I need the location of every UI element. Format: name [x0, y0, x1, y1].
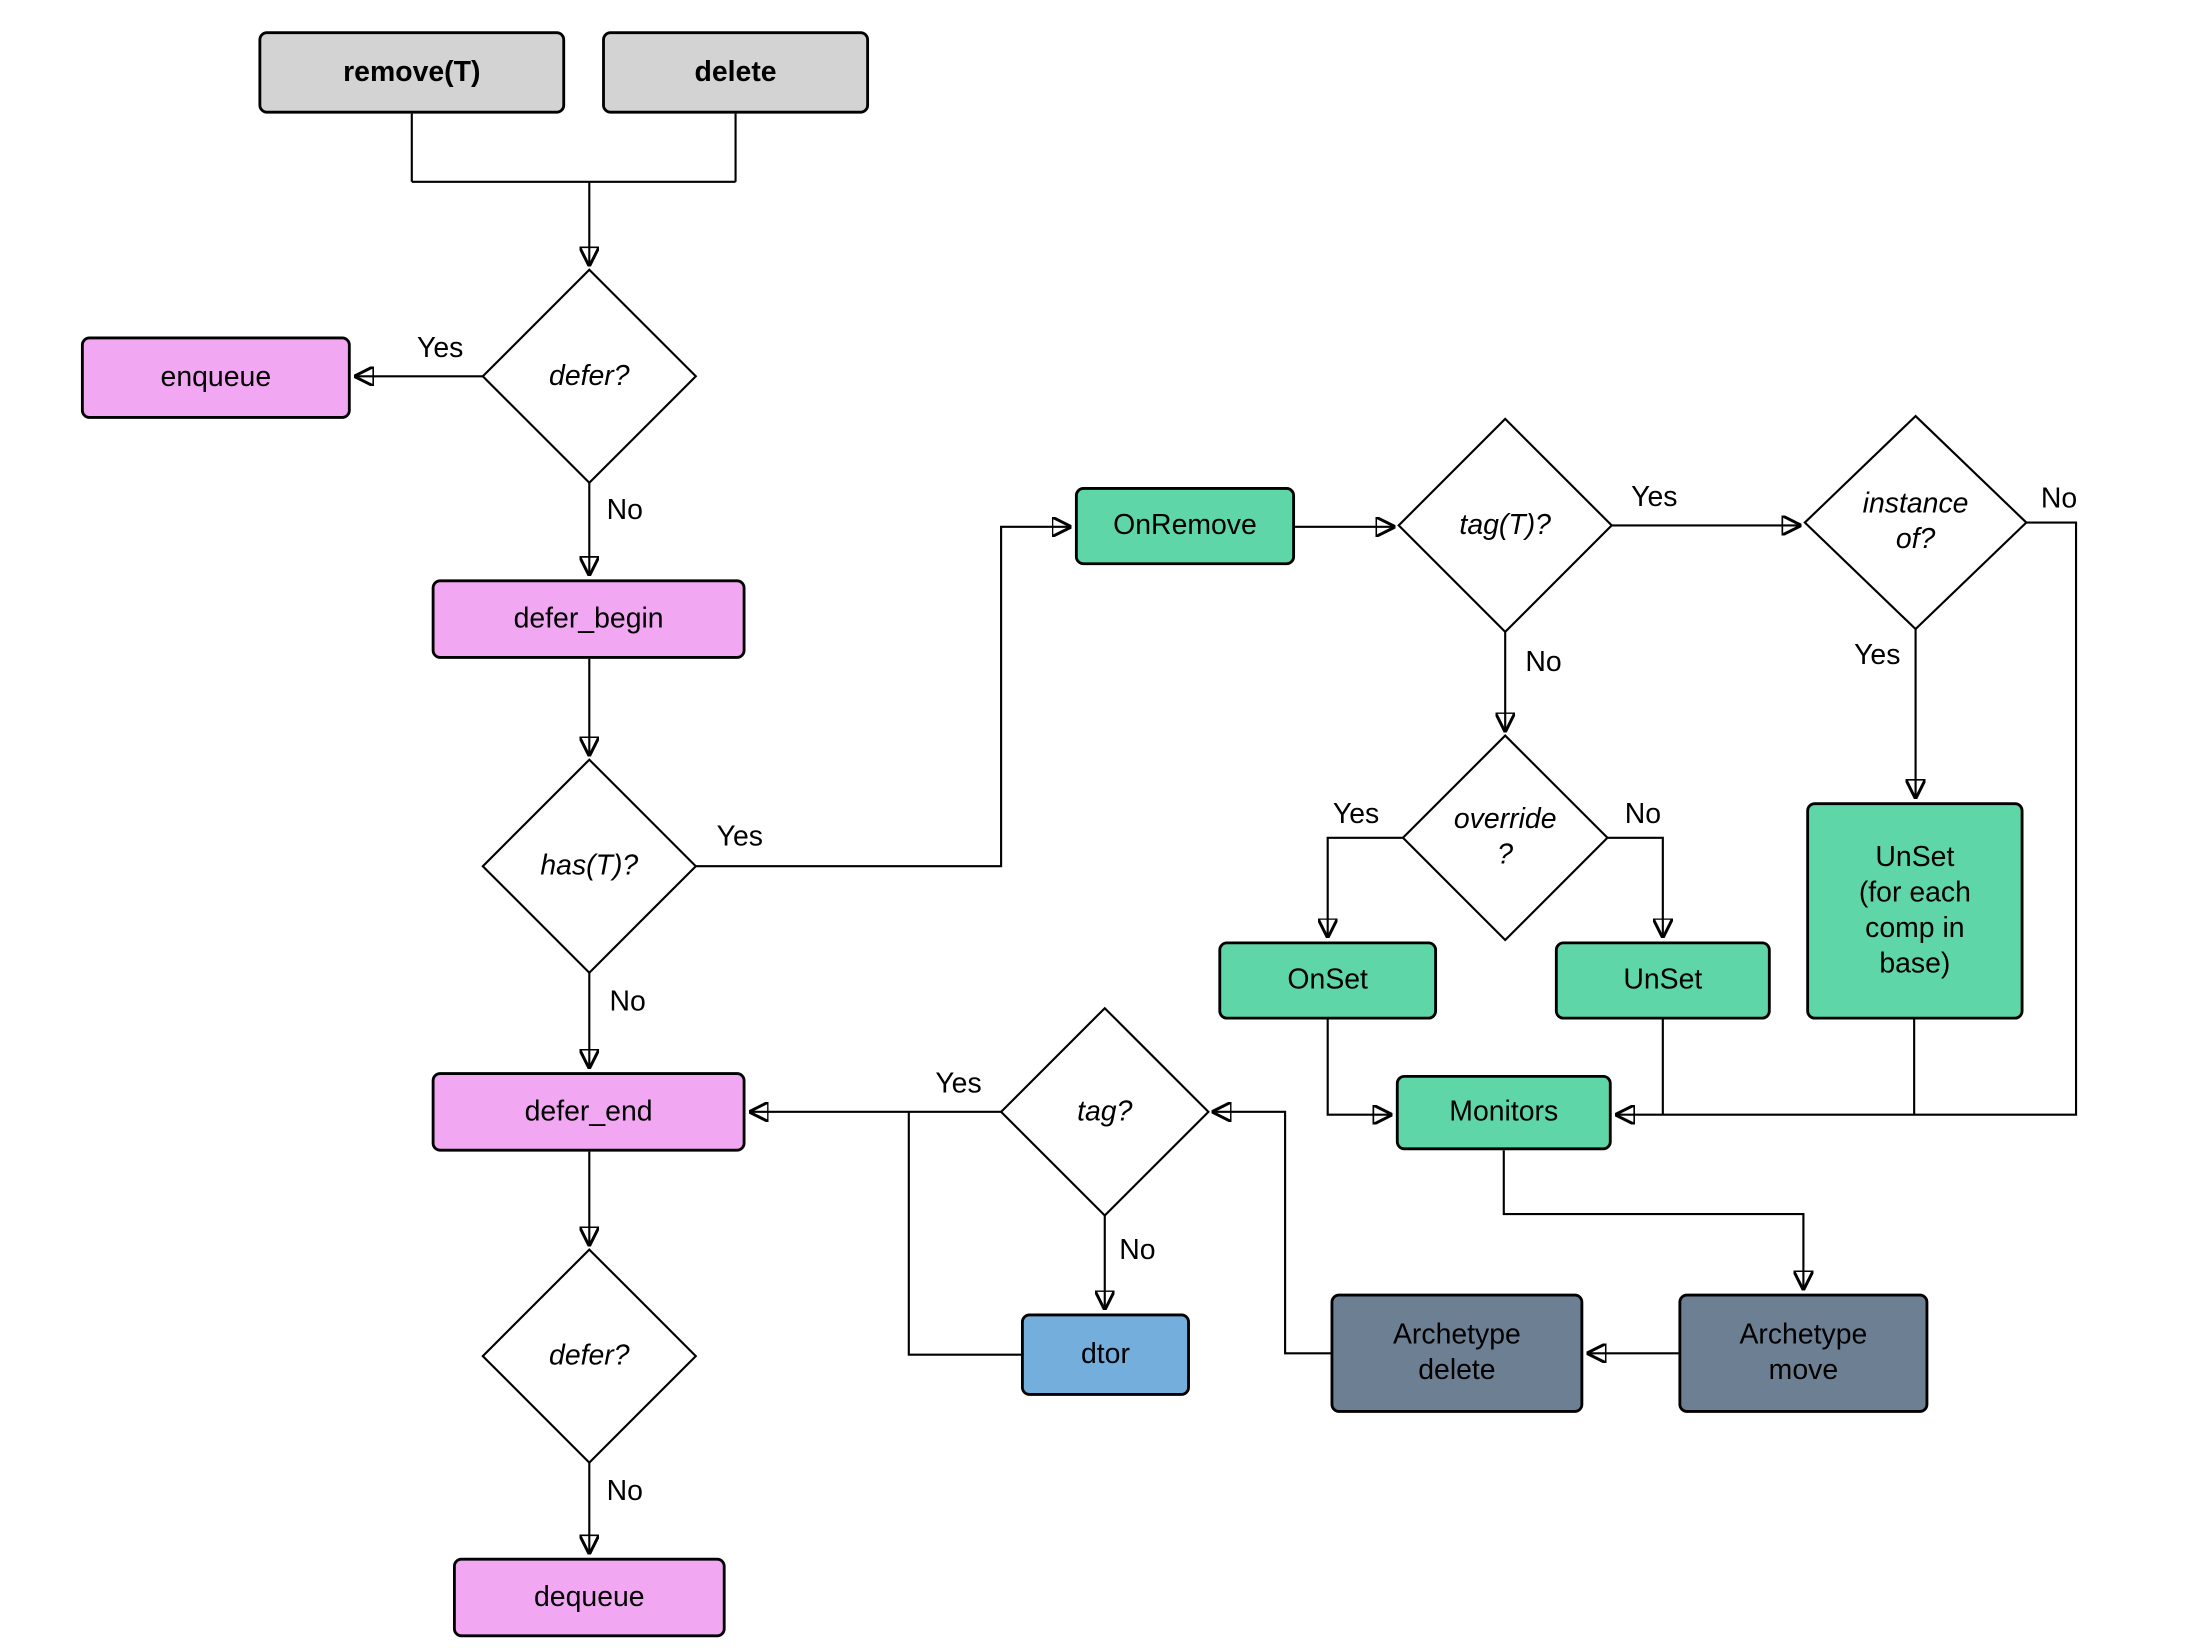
override-diamond-shape — [1401, 734, 1609, 942]
node-defer-begin: defer_begin — [431, 579, 746, 659]
edge-hasT-yes-onremove — [695, 527, 1071, 868]
edge-override-yes-onset — [1328, 836, 1403, 937]
node-onset: OnSet — [1218, 941, 1438, 1020]
node-archetype-move: Archetype move — [1678, 1293, 1929, 1413]
edge-label-tagT-yes: Yes — [1631, 482, 1678, 514]
decision-diamonds — [481, 268, 2028, 1465]
edge-label-defer1-no: No — [606, 494, 643, 527]
edge-dtor-merge — [907, 1111, 1021, 1356]
edge-label-hasT-no: No — [609, 986, 646, 1018]
node-dequeue: dequeue — [452, 1557, 726, 1638]
defer1-diamond-shape — [481, 268, 698, 485]
tag-diamond-shape — [999, 1006, 1210, 1218]
edge-onset-monitors — [1326, 1019, 1392, 1115]
node-tagT-label: tag(T)? — [1459, 509, 1551, 541]
hasT-diamond-shape — [481, 758, 698, 975]
edge-label-tag-yes: Yes — [935, 1068, 982, 1100]
node-unset-base: UnSet (for each comp in base) — [1806, 802, 2024, 1020]
node-delete: delete — [602, 31, 870, 114]
edge-override-no-unset — [1607, 836, 1662, 937]
node-enqueue: enqueue — [80, 336, 351, 419]
edge-label-instance-yes: Yes — [1854, 639, 1901, 671]
edge-label-hasT-yes: Yes — [716, 821, 763, 853]
node-hasT-label: has(T)? — [540, 849, 639, 882]
defer2-diamond-shape — [481, 1248, 698, 1465]
node-defer2-label: defer? — [549, 1339, 630, 1372]
edge-archetype-delete-tag — [1213, 1112, 1331, 1355]
edge-label-override-yes: Yes — [1332, 798, 1380, 830]
edge-label-defer2-no: No — [606, 1476, 643, 1508]
node-defer-end: defer_end — [431, 1072, 746, 1152]
node-tag-label: tag? — [1077, 1095, 1133, 1127]
instance-of-diamond-shape — [1803, 414, 2028, 631]
edge-label-defer1-yes: Yes — [417, 332, 464, 365]
node-override-label: override ? — [1453, 803, 1557, 871]
node-instance-of-label: instance of? — [1862, 488, 1969, 556]
node-onremove: OnRemove — [1074, 487, 1296, 566]
edge-label-tagT-no: No — [1525, 646, 1562, 679]
node-remove: remove(T) — [258, 31, 566, 114]
node-archetype-delete: Archetype delete — [1330, 1293, 1584, 1413]
edge-label-tag-no: No — [1119, 1234, 1156, 1266]
node-dtor: dtor — [1020, 1313, 1190, 1396]
tagT-diamond-shape — [1397, 417, 1614, 634]
edge-entry-merge — [410, 113, 737, 183]
edge-label-override-no: No — [1624, 798, 1662, 830]
edge-instance-no-monitors — [1616, 521, 2078, 1115]
node-unset: UnSet — [1554, 941, 1771, 1020]
edges — [355, 113, 2078, 1554]
edge-label-instance-no: No — [2040, 483, 2078, 515]
node-defer1-label: defer? — [549, 359, 630, 392]
edge-monitors-archetype-move — [1502, 1150, 1804, 1289]
node-monitors: Monitors — [1395, 1074, 1612, 1151]
